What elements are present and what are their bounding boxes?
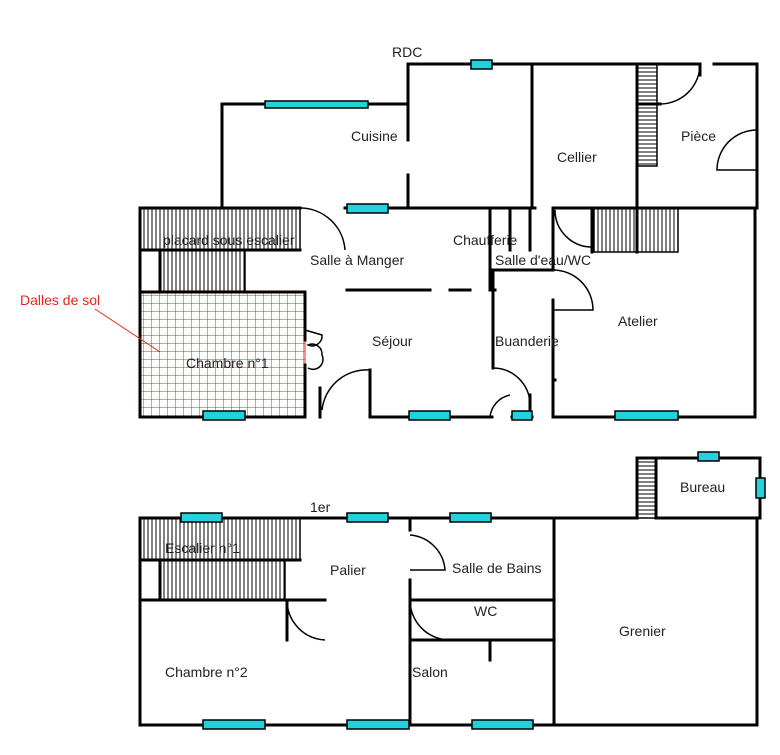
stair-hatching-escalier1-lower [159,559,286,601]
room-label-cellier: Cellier [557,149,597,165]
room-label-salon: Salon [412,664,448,680]
outer-wall-first [138,456,762,727]
interior-walls-ground [138,62,759,419]
window [697,451,720,462]
door-swing-buanderie [492,367,531,406]
window [449,512,492,523]
window [202,410,246,421]
stair-hatching-escalier1 [139,517,301,561]
door-swing-chaufferie [489,394,511,418]
door-swing-salle-eau [552,269,594,311]
annotation-leader-line [94,308,161,353]
room-label-buanderie: Buanderie [495,333,559,349]
window [408,410,451,421]
window [346,512,389,523]
room-label-salle-eau: Salle d'eau/WC [495,252,591,268]
ground-floor [138,59,759,421]
annotation-dalles-de-sol: Dalles de sol [20,292,100,308]
window [346,203,389,214]
door-swing-chambre1 [304,329,324,371]
door-swing-wc [409,599,451,641]
level-label-rdc: RDC [392,44,422,60]
window [202,719,266,730]
window [471,719,534,730]
window [614,410,679,421]
room-label-wc: WC [474,603,497,619]
window [511,410,533,421]
window [180,512,223,523]
room-label-salle-bains: Salle de Bains [452,560,542,576]
stair-hatching-placard [139,207,301,251]
stair-hatching-lower [159,249,246,293]
room-label-palier: Palier [330,562,366,578]
door-swing-piece-top [659,63,701,105]
door-swing-salle-bains [409,534,446,571]
room-label-chambre1: Chambre n°1 [186,355,269,371]
room-label-bureau: Bureau [680,479,725,495]
room-label-placard: placard sous escalier [163,232,295,248]
interior-walls-first [138,456,658,727]
room-label-escalier1: Escalier n°1 [165,540,240,556]
window [755,477,766,499]
door-swing-chambre2 [286,599,326,641]
room-label-chaufferie: Chaufferie [453,232,518,248]
room-label-salle-manger: Salle à Manger [310,252,405,268]
room-label-sejour: Séjour [372,333,413,349]
level-label-first: 1er [310,499,331,515]
first-floor [138,451,766,730]
window [346,719,410,730]
door-swing-cuisine [299,207,346,251]
room-label-atelier: Atelier [618,313,658,329]
window [264,100,369,109]
window [470,59,493,70]
door-swing-sejour [321,369,371,411]
stair-hatching-bureau [636,457,657,519]
room-label-piece: Pièce [681,128,716,144]
room-label-cuisine: Cuisine [351,128,398,144]
door-swing-piece-right [716,129,758,171]
floor-tiles-area [139,291,306,417]
door-swing-cellier [554,209,593,248]
room-label-chambre2: Chambre n°2 [165,664,248,680]
stair-hatching-cellier [636,63,658,167]
room-label-grenier: Grenier [619,623,666,639]
